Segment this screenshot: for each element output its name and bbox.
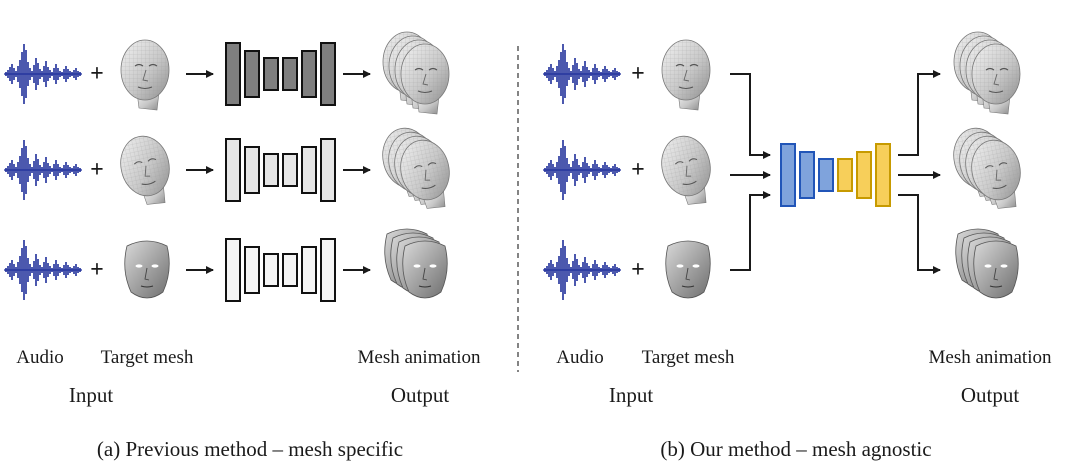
right-target-mesh-3 <box>665 240 711 299</box>
left-network-1 <box>225 42 336 106</box>
right-shared-network-layer-4 <box>856 151 872 199</box>
left-output-animation-3-frame-0 <box>402 240 448 299</box>
left-mesh-animation-label: Mesh animation <box>358 347 481 368</box>
left-network-3-layer-0 <box>225 238 241 302</box>
right-audio-waveform-2 <box>543 140 621 200</box>
left-network-1-layer-3 <box>282 57 298 91</box>
left-network-3-layer-4 <box>301 246 317 294</box>
right-shared-network <box>780 143 891 207</box>
left-network-3 <box>225 238 336 302</box>
right-output-animation-1-frame-0 <box>971 43 1021 115</box>
left-output-animation-2-frame-0 <box>400 139 450 209</box>
right-output-animation-3 <box>955 228 1019 299</box>
right-target-mesh-1 <box>661 39 711 111</box>
left-network-2-layer-1 <box>244 146 260 194</box>
left-output-animation-1-frame-0 <box>400 43 450 115</box>
left-network-2-layer-5 <box>320 138 336 202</box>
right-output-animation-1 <box>953 31 1021 115</box>
left-network-3-layer-5 <box>320 238 336 302</box>
left-panel: + + + <box>4 31 450 302</box>
left-network-3-layer-3 <box>282 253 298 287</box>
left-network-2 <box>225 138 336 202</box>
right-arrow-out-1 <box>898 70 941 156</box>
right-arrow-in-3 <box>730 191 771 271</box>
left-network-2-layer-0 <box>225 138 241 202</box>
right-shared-network-layer-0 <box>780 143 796 207</box>
left-output-label: Output <box>391 383 450 407</box>
right-arrow-in-1 <box>730 73 771 159</box>
left-network-1-layer-2 <box>263 57 279 91</box>
right-audio-label: Audio <box>556 347 604 368</box>
left-network-3-layer-1 <box>244 246 260 294</box>
left-network-2-layer-4 <box>301 146 317 194</box>
left-network-1-layer-5 <box>320 42 336 106</box>
left-target-mesh-2 <box>120 135 170 205</box>
right-plus-2: + <box>631 157 645 183</box>
right-caption: (b) Our method – mesh agnostic <box>660 437 931 461</box>
right-input-label: Input <box>609 383 653 407</box>
left-network-2-layer-3 <box>282 153 298 187</box>
right-target-mesh-label: Target mesh <box>642 347 735 368</box>
right-output-animation-3-frame-0 <box>973 240 1019 299</box>
left-network-3-layer-2 <box>263 253 279 287</box>
right-plus-3: + <box>631 257 645 283</box>
left-output-animation-2 <box>382 127 450 209</box>
left-audio-label: Audio <box>16 347 64 368</box>
left-plus-3: + <box>90 257 104 283</box>
left-caption: (a) Previous method – mesh specific <box>97 437 403 461</box>
right-mesh-animation-label: Mesh animation <box>929 347 1052 368</box>
left-output-animation-1 <box>382 31 450 115</box>
left-network-2-layer-2 <box>263 153 279 187</box>
right-output-animation-2 <box>953 127 1021 209</box>
left-target-mesh-1 <box>120 39 170 111</box>
left-plus-1: + <box>90 61 104 87</box>
right-plus-1: + <box>631 61 645 87</box>
left-network-1-layer-1 <box>244 50 260 98</box>
left-input-label: Input <box>69 383 113 407</box>
left-audio-waveform-3 <box>4 240 82 300</box>
right-target-mesh-2 <box>661 135 711 205</box>
right-shared-network-layer-5 <box>875 143 891 207</box>
left-audio-waveform-1 <box>4 44 82 104</box>
left-network-1-layer-0 <box>225 42 241 106</box>
right-output-label: Output <box>961 383 1020 407</box>
right-shared-network-layer-2 <box>818 158 834 192</box>
left-plus-2: + <box>90 157 104 183</box>
left-network-1-layer-4 <box>301 50 317 98</box>
right-audio-waveform-1 <box>543 44 621 104</box>
right-shared-network-layer-1 <box>799 151 815 199</box>
right-output-animation-2-frame-0 <box>971 139 1021 209</box>
right-arrow-out-3 <box>898 194 941 274</box>
left-output-animation-3 <box>384 228 448 299</box>
left-audio-waveform-2 <box>4 140 82 200</box>
left-target-mesh-3 <box>124 240 170 299</box>
right-shared-network-layer-3 <box>837 158 853 192</box>
left-target-mesh-label: Target mesh <box>101 347 194 368</box>
right-audio-waveform-3 <box>543 240 621 300</box>
right-panel: + + + <box>543 31 1021 300</box>
